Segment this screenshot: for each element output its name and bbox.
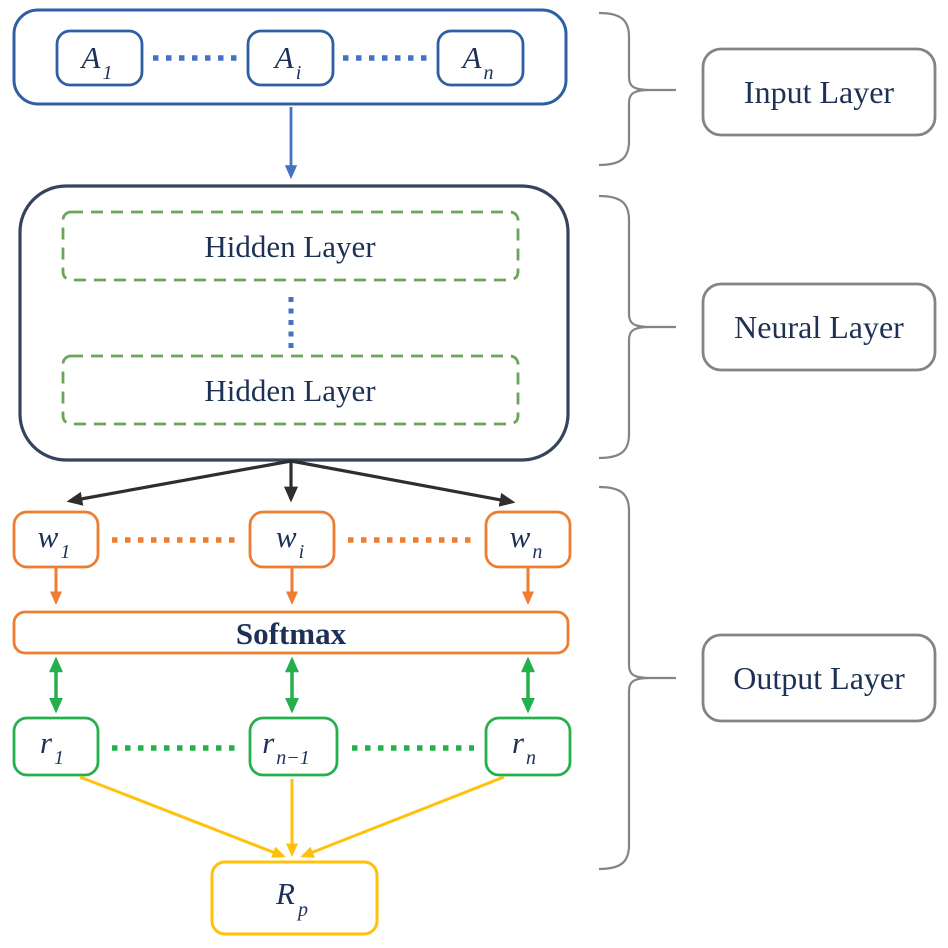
softmax-bar: [12, 610, 570, 655]
neural-layer-group: [18, 184, 570, 462]
rating-nodes-group: [12, 656, 572, 777]
input-layer-label-box: [701, 47, 937, 137]
hidden-layer-top-label: Hidden Layer: [204, 229, 376, 264]
input-node-ai: [246, 29, 335, 87]
rating-node-r1: [12, 716, 100, 777]
output-layer-brace: [598, 485, 651, 871]
softmax-label: Softmax: [236, 616, 347, 651]
output-layer-label: Output Layer: [733, 660, 905, 696]
r1-to-rp-arrow: [79, 775, 286, 858]
output-layer-label-box: [701, 633, 937, 723]
weight-node-wn: [484, 510, 572, 569]
hidden-layer-bottom-label: Hidden Layer: [204, 373, 376, 408]
input-layer-group: [12, 8, 568, 106]
final-node-rp: [210, 860, 379, 936]
input-node-an: [436, 29, 525, 87]
weight-node-w1: [12, 510, 100, 569]
input-layer-brace: [598, 11, 651, 167]
neural-layer-label: Neural Layer: [734, 309, 904, 345]
neural-layer-brace: [598, 194, 651, 460]
neural-to-weights-arrows: [66, 459, 516, 507]
input-layer-container: [12, 8, 568, 106]
fanout-arrow-left: [66, 459, 292, 506]
neural-layer-container: [18, 184, 570, 462]
input-node-a1: [55, 29, 144, 87]
rn-to-rp-arrow: [300, 775, 505, 858]
neural-layer-label-box: [701, 282, 937, 372]
input-layer-label: Input Layer: [744, 74, 895, 110]
fanout-arrow-right: [290, 459, 516, 507]
rating-node-rn1: [248, 716, 339, 777]
weight-node-wi: [248, 510, 336, 569]
annotation-group: [598, 11, 937, 871]
final-node-group: [79, 775, 505, 936]
rating-node-rn: [484, 716, 572, 777]
weight-nodes-group: [12, 510, 572, 655]
